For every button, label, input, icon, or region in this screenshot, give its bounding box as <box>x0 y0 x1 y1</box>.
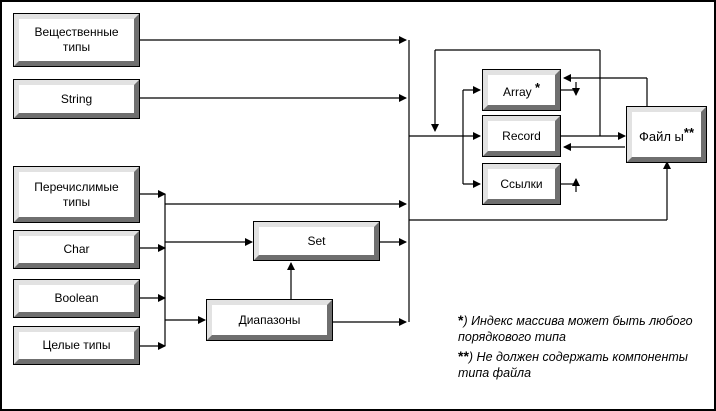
string-box[interactable]: String <box>13 79 140 119</box>
links-label: Ссылки <box>500 176 543 191</box>
char-box[interactable]: Char <box>13 230 140 269</box>
string-label: String <box>60 91 93 106</box>
files-footnote-mark: ** <box>683 124 695 140</box>
footnote-2-marker: ** <box>458 348 469 364</box>
enum-types-box[interactable]: Перечислимые типы <box>13 166 140 223</box>
real-types-label: Вещественные типы <box>34 25 119 54</box>
links-box[interactable]: Ссылки <box>482 163 561 205</box>
array-label: Array * <box>502 80 541 99</box>
footnote-1: *) Индекс массива может быть любого поря… <box>458 312 708 345</box>
boolean-label: Boolean <box>54 291 99 305</box>
set-label: Set <box>307 233 326 248</box>
integer-types-box[interactable]: Целые типы <box>13 326 140 365</box>
real-types-box[interactable]: Вещественные типы <box>13 13 140 67</box>
char-label: Char <box>63 242 90 256</box>
files-box[interactable]: Файл ы** <box>626 106 707 163</box>
array-box[interactable]: Array * <box>482 69 561 111</box>
set-box[interactable]: Set <box>253 221 380 261</box>
array-footnote-mark: * <box>534 80 541 95</box>
footnote-1-text: ) Индекс массива может быть любого поряд… <box>458 314 693 344</box>
files-label: Файл ы** <box>638 124 695 144</box>
footnote-2: **) Не должен содержать компоненты типа … <box>458 348 708 381</box>
ranges-box[interactable]: Диапазоны <box>206 299 333 341</box>
boolean-box[interactable]: Boolean <box>13 279 140 318</box>
footnote-2-text: ) Не должен содержать компоненты типа фа… <box>458 350 688 380</box>
ranges-label: Диапазоны <box>238 312 301 327</box>
enum-types-label: Перечислимые типы <box>34 179 119 209</box>
record-label: Record <box>502 128 541 143</box>
integer-types-label: Целые типы <box>42 338 111 352</box>
footnote-1-marker: * <box>458 312 464 328</box>
record-box[interactable]: Record <box>482 115 561 157</box>
